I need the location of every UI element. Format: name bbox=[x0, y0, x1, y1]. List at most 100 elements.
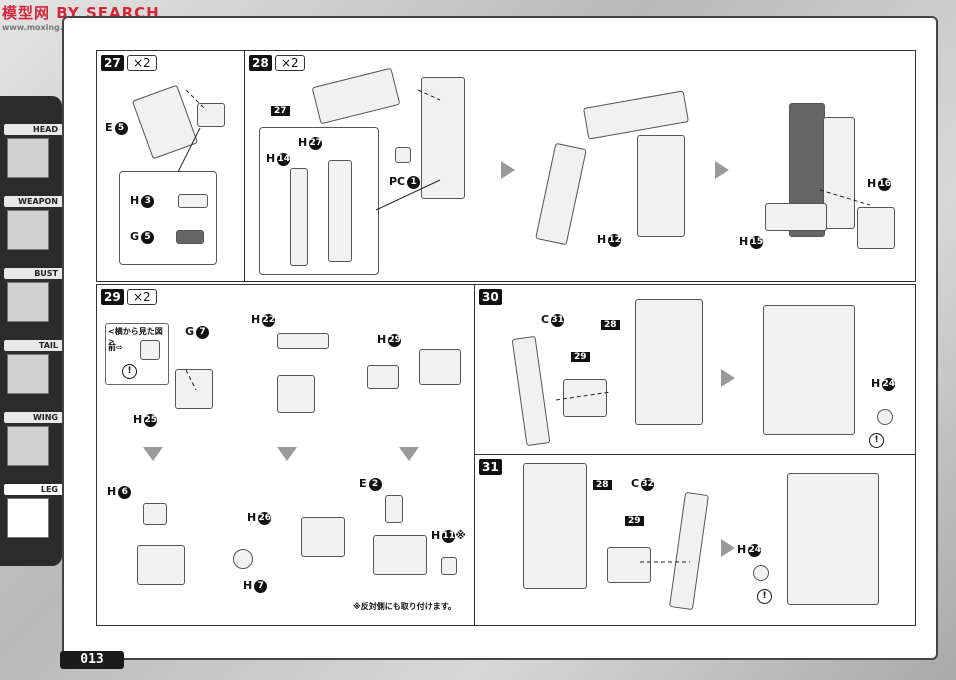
watermark-logo: 模型网 bbox=[2, 4, 51, 22]
part-shape bbox=[753, 565, 769, 581]
part-shape bbox=[669, 491, 709, 611]
sidebar-item-head[interactable]: HEAD bbox=[4, 124, 62, 188]
caution-icon: ! bbox=[869, 433, 884, 448]
part-shape bbox=[301, 517, 345, 557]
step-reference-29: 29 bbox=[571, 349, 593, 362]
tail-thumbnail-icon bbox=[7, 354, 49, 394]
assembly-note: ※反対側にも取り付けます。 bbox=[353, 602, 456, 611]
sidebar-item-wing[interactable]: WING bbox=[4, 412, 62, 476]
part-shape bbox=[823, 117, 855, 229]
part-shape bbox=[763, 305, 855, 435]
part-shape bbox=[197, 103, 225, 127]
next-step-arrow-icon bbox=[501, 161, 515, 179]
part-shape bbox=[419, 349, 461, 385]
caution-icon: ! bbox=[757, 589, 772, 604]
wing-thumbnail-icon bbox=[7, 426, 49, 466]
part-shape bbox=[175, 369, 213, 409]
front-direction-label: 前⇨ bbox=[108, 343, 123, 352]
part-shape bbox=[131, 84, 199, 160]
step-number: 29 bbox=[101, 289, 124, 305]
next-step-arrow-icon bbox=[143, 447, 163, 461]
sidebar-item-bust[interactable]: BUST bbox=[4, 268, 62, 332]
bust-thumbnail-icon bbox=[7, 282, 49, 322]
part-shape bbox=[277, 333, 329, 349]
sidebar-item-label: TAIL bbox=[4, 340, 62, 351]
part-shape bbox=[607, 547, 651, 583]
part-shape bbox=[367, 365, 399, 389]
part-shape bbox=[176, 230, 204, 244]
part-shape bbox=[290, 168, 308, 266]
part-shape bbox=[523, 463, 587, 589]
head-thumbnail-icon bbox=[7, 138, 49, 178]
sidebar-item-label: HEAD bbox=[4, 124, 62, 135]
part-shape bbox=[637, 135, 685, 237]
step-reference-28: 28 bbox=[593, 477, 615, 490]
next-step-arrow-icon bbox=[277, 447, 297, 461]
part-shape bbox=[877, 409, 893, 425]
sidebar-item-label: WING bbox=[4, 412, 62, 423]
part-shape bbox=[395, 147, 411, 163]
part-shape bbox=[635, 299, 703, 425]
part-shape bbox=[441, 557, 457, 575]
next-step-arrow-icon bbox=[399, 447, 419, 461]
part-shape bbox=[535, 142, 587, 246]
step-number: 31 bbox=[479, 459, 502, 475]
quantity-multiplier: ×2 bbox=[127, 289, 157, 305]
watermark-url: www.moxing.net bbox=[2, 23, 78, 32]
page-number: 013 bbox=[60, 651, 124, 669]
sidebar-item-label: LEG bbox=[4, 484, 62, 495]
quantity-multiplier: ×2 bbox=[127, 55, 157, 71]
weapon-thumbnail-icon bbox=[7, 210, 49, 250]
part-shape bbox=[765, 203, 827, 231]
sidebar-item-label: WEAPON bbox=[4, 196, 62, 207]
part-shape bbox=[143, 503, 167, 525]
step-number: 30 bbox=[479, 289, 502, 305]
part-shape bbox=[277, 375, 315, 413]
leg-thumbnail-icon bbox=[7, 498, 49, 538]
step-reference-28: 28 bbox=[601, 317, 623, 330]
step-reference-29: 29 bbox=[625, 513, 647, 526]
part-shape bbox=[421, 77, 465, 199]
side-view-inset: <横から見た図> 前⇨ ! bbox=[105, 323, 169, 385]
side-view-title: <横から見た図> bbox=[108, 327, 163, 346]
sidebar-item-tail[interactable]: TAIL bbox=[4, 340, 62, 404]
sidebar-item-leg[interactable]: LEG bbox=[4, 484, 62, 548]
part-shape bbox=[137, 545, 185, 585]
part-shape bbox=[178, 194, 208, 208]
part-shape bbox=[385, 495, 403, 523]
next-step-arrow-icon bbox=[721, 539, 735, 557]
part-shape bbox=[328, 160, 352, 262]
part-shape bbox=[563, 379, 607, 417]
part-shape bbox=[857, 207, 895, 249]
caution-icon: ! bbox=[122, 364, 137, 379]
step-number: 27 bbox=[101, 55, 124, 71]
next-step-arrow-icon bbox=[721, 369, 735, 387]
sidebar-item-weapon[interactable]: WEAPON bbox=[4, 196, 62, 260]
part-shape bbox=[582, 90, 690, 140]
part-shape bbox=[373, 535, 427, 575]
part-shape bbox=[311, 67, 401, 125]
part-shape bbox=[140, 340, 160, 360]
